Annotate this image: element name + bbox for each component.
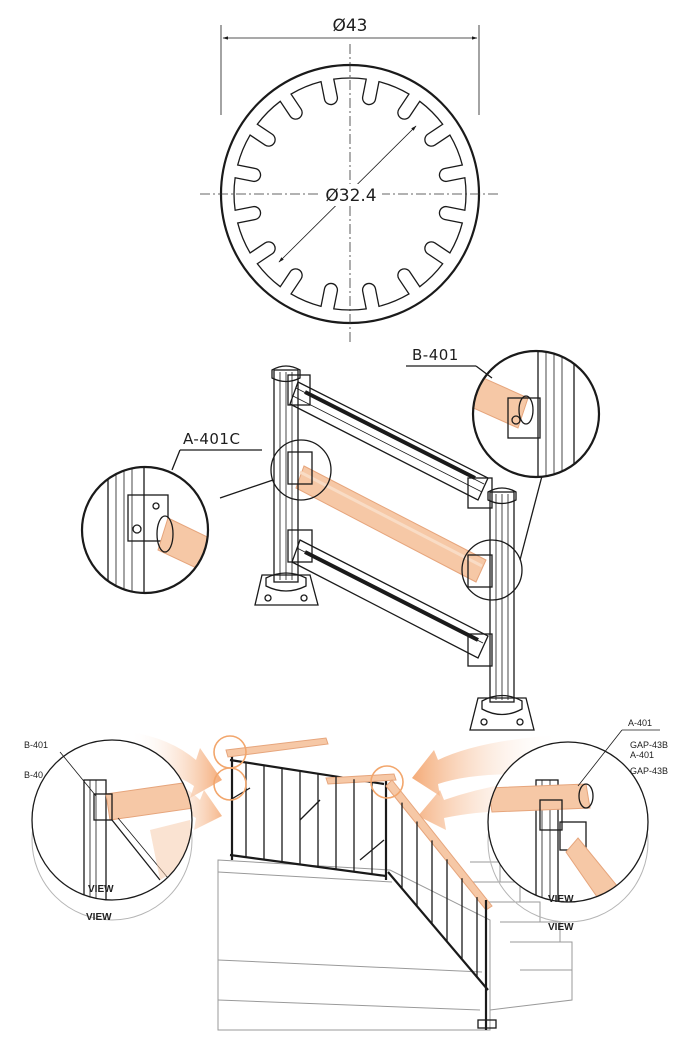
stair-right-label-3: A-401 xyxy=(630,750,654,760)
arrow-left xyxy=(130,732,222,798)
stair-right-label-4: GAP-43B xyxy=(630,766,668,776)
stair-installation: B-401 B-40 VIEW VIEW A-401 GAP-43 xyxy=(24,718,668,1031)
highlight-circle-stair-corner xyxy=(370,765,404,799)
stair-detail-left: B-401 B-40 VIEW VIEW xyxy=(24,739,193,923)
stair-detail-right: A-401 GAP-43B A-401 GAP-43B VIEW VIEW xyxy=(487,718,668,933)
railing-assembly: A-401C B-401 xyxy=(80,346,601,731)
stair-right-label-1: A-401 xyxy=(628,718,652,728)
profile-section: Ø43 Ø32.4 xyxy=(200,16,500,344)
left-post xyxy=(254,365,319,606)
balusters xyxy=(245,762,478,978)
highlight-circle-right xyxy=(461,539,523,601)
callout-a401c: A-401C xyxy=(183,430,240,448)
middle-wood-rail xyxy=(295,465,487,583)
arrow-right xyxy=(412,735,560,796)
inner-slot-profile xyxy=(233,77,467,311)
outer-diameter-label: Ø43 xyxy=(332,16,367,36)
stair-right-view-label-1: VIEW xyxy=(548,894,574,905)
detail-right-b401: B-401 xyxy=(406,346,601,561)
top-rail xyxy=(289,381,489,501)
callout-b401: B-401 xyxy=(412,346,459,364)
stair-right-label-2: GAP-43B xyxy=(630,740,668,750)
stair-left-label-second: B-40 xyxy=(24,770,43,780)
stair-left-view-label-1: VIEW xyxy=(88,884,114,895)
stair-left-view-label-2: VIEW xyxy=(86,912,112,923)
inner-diameter-label: Ø32.4 xyxy=(325,186,376,206)
stair-left-label-top: B-401 xyxy=(24,740,48,750)
bottom-rail xyxy=(291,539,489,659)
stair-railing xyxy=(225,737,497,1030)
stair-right-view-label-2: VIEW xyxy=(548,922,574,933)
right-post xyxy=(467,477,535,731)
detail-left-a401c: A-401C xyxy=(80,430,274,595)
highlight-circle-left xyxy=(270,439,332,501)
